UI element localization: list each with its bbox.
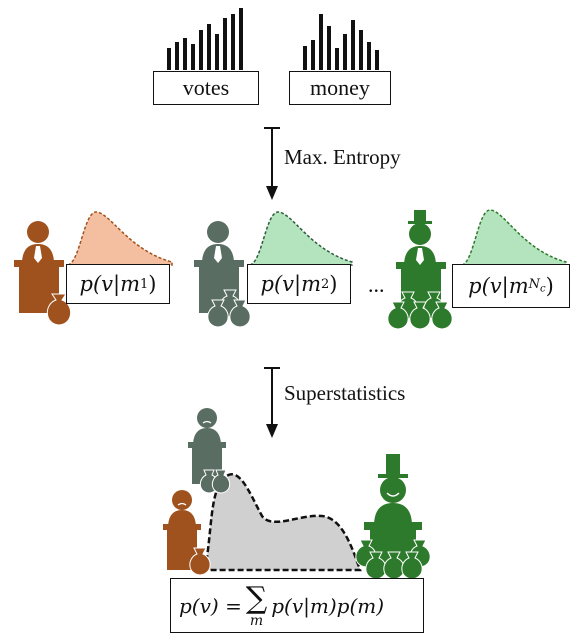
sum-index: m (249, 612, 264, 629)
money-bags-icon (387, 291, 453, 330)
ellipsis: ... (368, 272, 385, 297)
conditional-1-subscript: 1 (140, 276, 149, 292)
conditional-1-text: p(v|m (79, 272, 141, 296)
conditional-n-text: p(v|m (468, 274, 529, 298)
conditional-n-close: ) (545, 274, 554, 298)
money-histogram-icon (303, 14, 379, 70)
money-label: money (310, 75, 370, 100)
votes-label: votes (182, 75, 230, 100)
formula-rhs: p(v|m)p(m) (271, 593, 385, 618)
votes-box: votes (153, 71, 259, 105)
max-entropy-label: Max. Entropy (284, 145, 401, 169)
conditional-n-subscript: Nc (528, 277, 546, 295)
money-bag-icon (46, 293, 72, 326)
conditional-1-close: ) (148, 272, 157, 296)
distribution-curve-2 (249, 211, 353, 266)
mixture-distribution (203, 473, 362, 572)
distribution-curve-3 (461, 209, 567, 266)
formula-sum: ∑ m (245, 580, 268, 629)
max-entropy-arrow (264, 127, 280, 200)
money-bags-icon (207, 289, 251, 328)
superstatistics-label: Superstatistics (284, 381, 406, 405)
money-bags-icon (199, 469, 231, 494)
conditional-2-subscript: 2 (321, 276, 330, 292)
formula-box: p(v) = ∑ m p(v|m)p(m) (170, 578, 424, 633)
conditional-2-close: ) (329, 272, 338, 296)
distribution-curve-1 (67, 211, 173, 266)
superstatistics-arrow (264, 367, 280, 438)
formula-lhs: p(v) = (179, 593, 242, 618)
money-bags-icon (355, 539, 431, 580)
money-box: money (289, 71, 391, 105)
sum-symbol: ∑ (245, 580, 268, 616)
conditional-2-text: p(v|m (260, 272, 322, 296)
money-bag-icon (189, 547, 211, 576)
happy-candidate-n-icon (364, 454, 422, 564)
candidate-1-icon (14, 221, 64, 313)
votes-histogram-icon (167, 8, 243, 70)
